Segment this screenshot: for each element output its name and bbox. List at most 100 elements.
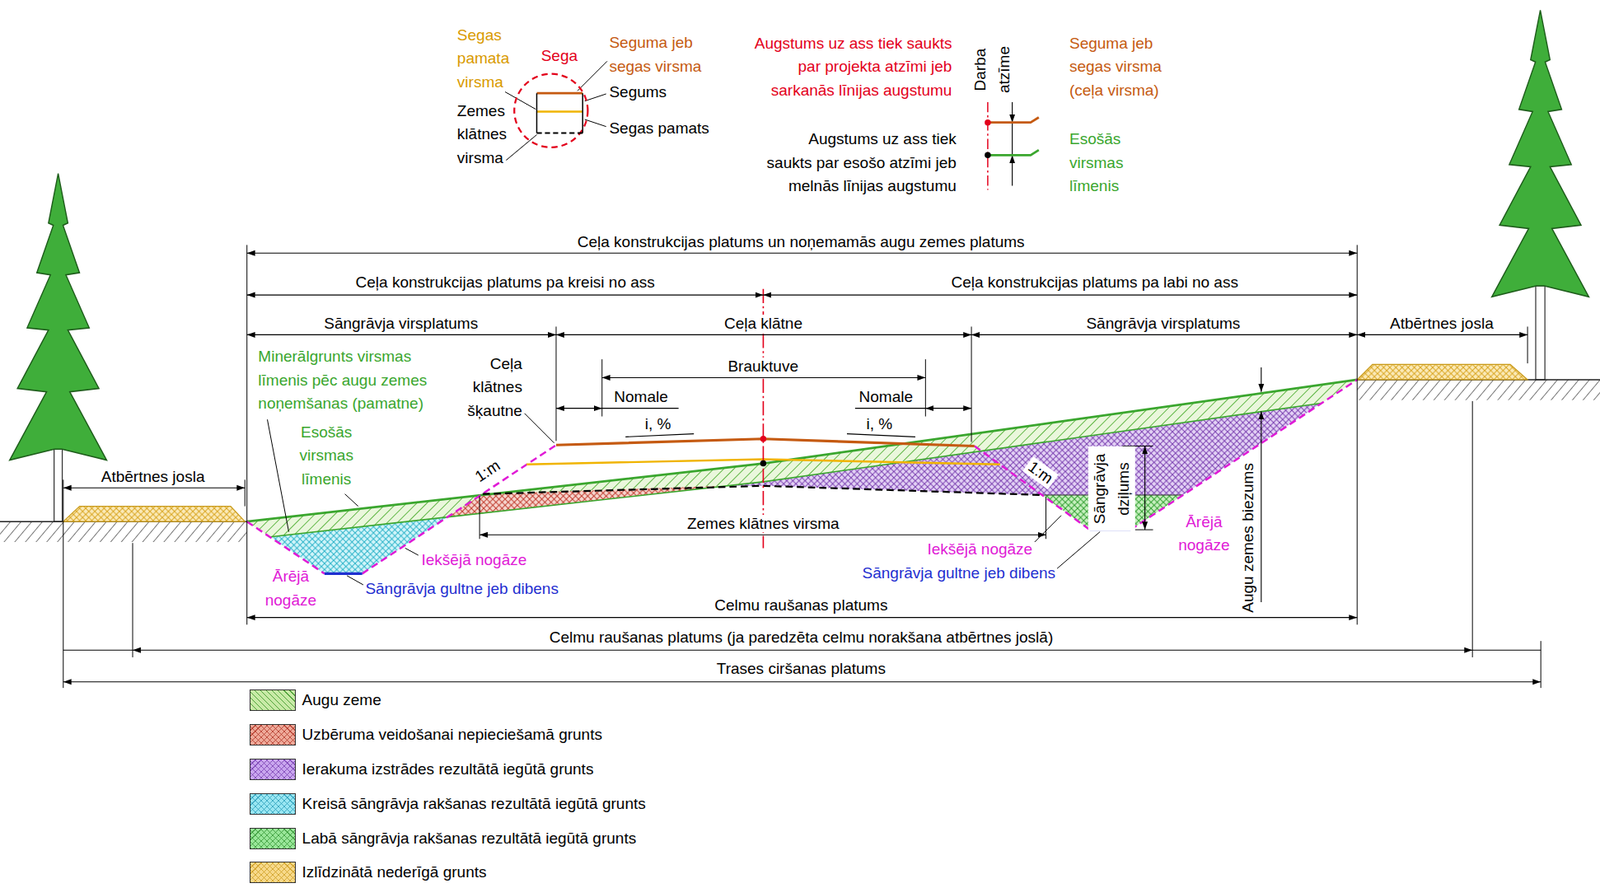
dimension-line xyxy=(1260,367,1262,393)
leader-line xyxy=(505,135,537,161)
leader-line xyxy=(584,93,607,102)
leader-line xyxy=(577,60,608,91)
layer-symbol xyxy=(536,91,583,94)
slope-label: i, % xyxy=(866,415,894,434)
dimension-line xyxy=(247,294,764,296)
dimension-line xyxy=(602,377,927,379)
dimension-label: Sāngrāvja virsplatums xyxy=(323,314,478,333)
extension-line xyxy=(601,359,603,417)
dimension-label: Zemes klātnes virsma xyxy=(684,514,843,534)
dimension-line xyxy=(247,252,1358,254)
dimension-line xyxy=(479,534,1046,536)
layer-circle: Sega xyxy=(513,45,590,149)
leader-line xyxy=(524,413,555,444)
dimension-line xyxy=(63,650,133,651)
slope-label: i, % xyxy=(645,415,672,434)
detail-label: Segums xyxy=(608,83,667,102)
dimension-line xyxy=(63,102,1541,683)
dimension-line xyxy=(625,434,694,438)
legend-text: Kreisā sāngrāvja rakšanas rezultātā iegū… xyxy=(302,795,646,814)
surface-line xyxy=(270,402,1322,537)
dimension-label: Ceļa konstrukcijas platums pa kreisi no … xyxy=(355,273,655,292)
elevation-symbol xyxy=(987,149,1039,155)
tree xyxy=(54,439,63,522)
elevation-dot xyxy=(760,435,767,442)
dimension-line xyxy=(1011,122,1013,156)
extension-line xyxy=(555,327,557,442)
slope-ratio: 1:m xyxy=(472,457,504,487)
spoil-mound xyxy=(63,506,245,523)
detail-label: Segas pamata virsma xyxy=(457,23,521,95)
extension-line xyxy=(63,244,1541,688)
dimension-line xyxy=(762,294,1357,296)
callout-label: Esošās virsmas līmenis xyxy=(292,421,361,492)
dimension-label: Celmu raušanas platums (ja paredzēta cel… xyxy=(549,628,1053,647)
dimension-label: Trases ciršanas platums xyxy=(716,659,886,679)
dimension-label: Nomale xyxy=(613,388,668,407)
leader-line xyxy=(266,60,1100,585)
elevation-dot xyxy=(760,435,767,467)
layer-symbol xyxy=(514,73,588,147)
slope-line xyxy=(247,521,325,574)
layer-symbol xyxy=(536,93,538,133)
legend-text: Ierakuma izstrādes rezultātā iegūtā grun… xyxy=(302,760,595,779)
extension-line xyxy=(132,542,134,658)
subgrade-line xyxy=(482,486,1043,496)
dimension-line xyxy=(132,650,1473,651)
leader-line xyxy=(345,494,359,507)
dimension-line xyxy=(556,407,603,409)
leader-line xyxy=(1057,532,1100,570)
detail-label: Segas pamats xyxy=(608,119,709,138)
callout-label: Minerālgrunts virsmas līmenis pēc augu z… xyxy=(257,345,442,417)
callout-label: Ceļa klātnes šķautne xyxy=(458,352,523,424)
legend-text: Izlīdzinātā nederīgā grunts xyxy=(302,863,487,882)
legend-swatch xyxy=(249,828,296,850)
legend-text: Labā sāngrāvja rakšanas rezultātā iegūtā… xyxy=(302,829,637,848)
dimension-label: Ceļa klātne xyxy=(721,314,805,333)
extension-line xyxy=(1540,640,1542,688)
legend-swatch xyxy=(249,793,296,815)
callout-label: Iekšējā nogāze xyxy=(421,551,528,570)
detail-label: Seguma jeb segas virsma xyxy=(608,31,713,79)
tree xyxy=(9,173,108,461)
circle-heading: Sega xyxy=(541,46,578,66)
elevation-symbol xyxy=(987,116,1039,122)
leader-line xyxy=(505,92,536,110)
elevation-dot xyxy=(760,460,767,467)
extension-line xyxy=(62,479,64,688)
dimension-line xyxy=(846,434,916,438)
detail-label: Zemes klātnes virsma xyxy=(457,99,523,171)
callout-label: Sāngrāvja gultne jeb dibens xyxy=(364,580,559,599)
callout-label: Sāngrāvja gultne jeb dibens xyxy=(862,564,1057,583)
dimension-label: Brauktuve xyxy=(725,357,801,376)
dimension-label: Augu zemes biezums xyxy=(1239,460,1258,616)
dimension-label: Ceļa konstrukcijas platums pa labi no as… xyxy=(950,273,1239,292)
dimension-line xyxy=(602,407,679,409)
dimension-label: Darba atzīme xyxy=(968,38,1016,100)
legend-swatch xyxy=(249,724,296,746)
dimension-line xyxy=(1260,411,1262,603)
dimension-line xyxy=(1472,650,1541,651)
dimension-line xyxy=(247,617,1358,618)
callout-label: Iekšējā nogāze xyxy=(926,540,1033,559)
ditch-bottom xyxy=(324,572,363,576)
dimension-line xyxy=(925,407,972,409)
ditch-area xyxy=(270,517,447,574)
note-text: Augstums uz ass tiek saukts par esošo at… xyxy=(762,127,956,199)
note-text: Augstums uz ass tiek saukts par projekta… xyxy=(743,32,953,103)
leader-line xyxy=(405,547,419,556)
extension-line xyxy=(1132,529,1154,531)
dimension-label: Sāngrāvja dziļums xyxy=(1088,446,1136,532)
ditch-area xyxy=(270,495,1183,574)
dimension-line xyxy=(247,334,557,336)
ground xyxy=(0,379,1600,543)
legend-swatch xyxy=(249,689,296,712)
extension-line xyxy=(925,359,927,417)
dimension-line xyxy=(971,334,1357,336)
dimension-line xyxy=(63,487,245,489)
dimension-line xyxy=(63,681,1541,683)
extension-line xyxy=(479,495,481,539)
legend-swatch xyxy=(249,861,296,884)
leader-line xyxy=(584,119,607,127)
